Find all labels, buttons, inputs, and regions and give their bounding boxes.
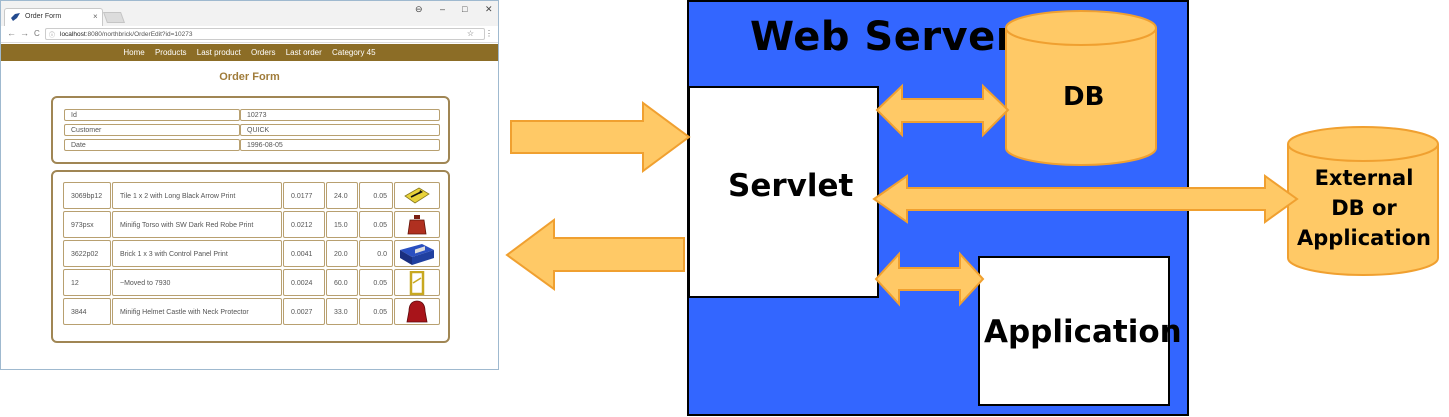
quantity[interactable]: 15.0: [326, 211, 358, 238]
nav-orders[interactable]: Orders: [251, 48, 276, 57]
bookmark-star-icon[interactable]: ☆: [466, 29, 474, 38]
web-server-label: Web Server: [750, 14, 1016, 60]
order-header-group: Id 10273 Customer QUICK Date 1996-08-05: [51, 96, 450, 164]
address-bar: ← → C ⓘ localhost:8080/northbrick/OrderE…: [1, 26, 498, 43]
nav-last-product[interactable]: Last product: [196, 48, 241, 57]
external-label-line-2: DB or: [1331, 196, 1397, 220]
quantity[interactable]: 20.0: [326, 240, 358, 267]
favicon-icon: [11, 13, 20, 21]
nav-last-order[interactable]: Last order: [285, 48, 322, 57]
product-image: [394, 240, 440, 267]
tab-close-icon[interactable]: ×: [93, 12, 98, 21]
db-cylinder: [1005, 10, 1157, 166]
product-code[interactable]: 973psx: [63, 211, 111, 238]
nav-products[interactable]: Products: [154, 48, 187, 57]
forward-icon[interactable]: →: [20, 28, 29, 38]
product-code[interactable]: 12: [63, 269, 111, 296]
product-code[interactable]: 3844: [63, 298, 111, 325]
unit-price[interactable]: 0.0027: [283, 298, 325, 325]
servlet-db-arrow: [875, 83, 1010, 138]
url-host: localhost: [60, 30, 86, 38]
browser-menu-icon[interactable]: ⋮: [485, 29, 493, 38]
product-image: [394, 211, 440, 238]
quantity[interactable]: 24.0: [326, 182, 358, 209]
discount[interactable]: 0.05: [359, 182, 393, 209]
minimize-icon[interactable]: –: [440, 4, 446, 14]
product-name[interactable]: Minifig Helmet Castle with Neck Protecto…: [112, 298, 282, 325]
response-arrow: [505, 218, 685, 291]
url-path: :8080/northbrick/OrderEdit?id=10273: [85, 30, 193, 38]
page-title: Order Form: [219, 71, 280, 83]
application-box: [978, 256, 1170, 406]
field-label: Id: [64, 109, 240, 121]
external-label-line-1: External: [1314, 166, 1414, 190]
application-label: Application: [984, 314, 1182, 350]
product-image: [394, 182, 440, 209]
back-icon[interactable]: ←: [7, 28, 16, 38]
frame-icon: [409, 270, 425, 295]
tile-arrow-icon: [404, 187, 430, 203]
discount[interactable]: 0.05: [359, 298, 393, 325]
url-text: localhost:8080/northbrick/OrderEdit?id=1…: [60, 31, 192, 38]
quantity[interactable]: 33.0: [326, 298, 358, 325]
site-info-icon[interactable]: ⓘ: [49, 33, 56, 39]
servlet-application-arrow: [874, 251, 985, 307]
product-image: [394, 298, 440, 325]
tab-title: Order Form: [25, 13, 62, 20]
browser-titlebar: Order Form × ⊖ – □ ✕: [1, 1, 498, 26]
external-label-line-3: Application: [1297, 226, 1431, 250]
unit-price[interactable]: 0.0212: [283, 211, 325, 238]
maximize-icon[interactable]: □: [462, 4, 468, 14]
url-field[interactable]: ⓘ localhost:8080/northbrick/OrderEdit?id…: [45, 28, 493, 40]
servlet-external-arrow: [872, 174, 1299, 224]
reload-icon[interactable]: C: [34, 29, 40, 38]
discount[interactable]: 0.05: [359, 211, 393, 238]
field-label: Date: [64, 139, 240, 151]
date-field[interactable]: 1996-08-05: [240, 139, 440, 151]
servlet-box: [688, 86, 879, 298]
torso-icon: [407, 214, 427, 234]
product-name[interactable]: Brick 1 x 3 with Control Panel Print: [112, 240, 282, 267]
unit-price[interactable]: 0.0041: [283, 240, 325, 267]
product-code[interactable]: 3622p02: [63, 240, 111, 267]
quantity[interactable]: 60.0: [326, 269, 358, 296]
product-code[interactable]: 3069bp12: [63, 182, 111, 209]
site-navbar: Home Products Last product Orders Last o…: [1, 44, 498, 61]
product-name[interactable]: ~Moved to 7930: [112, 269, 282, 296]
helmet-icon: [406, 300, 428, 322]
order-lines-group: 3069bp12 Tile 1 x 2 with Long Black Arro…: [51, 170, 450, 343]
browser-tab[interactable]: Order Form ×: [4, 8, 103, 26]
product-name[interactable]: Tile 1 x 2 with Long Black Arrow Print: [112, 182, 282, 209]
brick-icon: [400, 243, 434, 265]
nav-home[interactable]: Home: [123, 48, 145, 57]
product-name[interactable]: Minifig Torso with SW Dark Red Robe Prin…: [112, 211, 282, 238]
close-window-icon[interactable]: ✕: [485, 4, 493, 14]
request-arrow: [510, 101, 691, 173]
nav-category[interactable]: Category 45: [332, 48, 376, 57]
id-field[interactable]: 10273: [240, 109, 440, 121]
browser-window: Order Form × ⊖ – □ ✕ ← → C ⓘ localhost:8…: [0, 0, 499, 370]
unit-price[interactable]: 0.0177: [283, 182, 325, 209]
db-label: DB: [1063, 82, 1105, 112]
servlet-label: Servlet: [728, 168, 854, 204]
unit-price[interactable]: 0.0024: [283, 269, 325, 296]
product-image: [394, 269, 440, 296]
customer-field[interactable]: QUICK: [240, 124, 440, 136]
external-db-cylinder: [1287, 126, 1439, 276]
profile-icon[interactable]: ⊖: [415, 4, 423, 14]
discount[interactable]: 0.05: [359, 269, 393, 296]
discount[interactable]: 0.0: [359, 240, 393, 267]
field-label: Customer: [64, 124, 240, 136]
